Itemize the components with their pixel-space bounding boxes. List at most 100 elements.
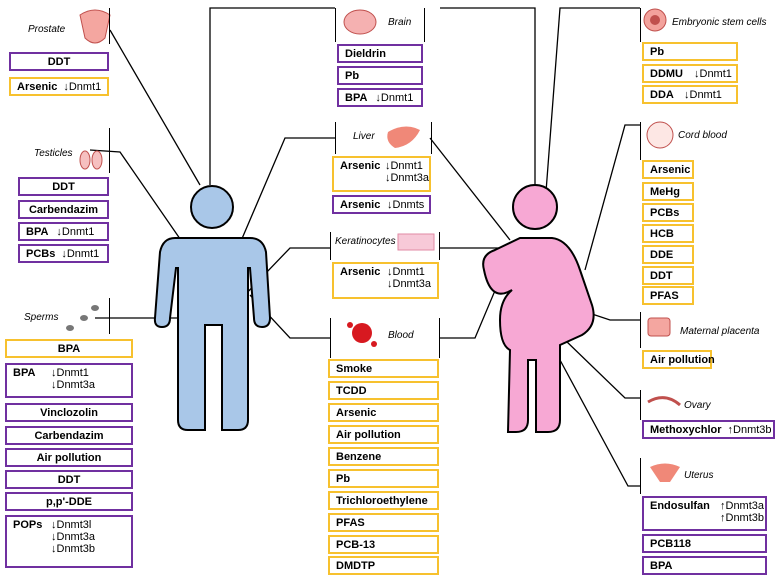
gene-change: ↓Dnmt1 <box>51 367 89 379</box>
gene-change: ↓Dnmt1 <box>387 266 425 278</box>
chem-name: POPs <box>13 519 43 531</box>
embryonic-label: Embryonic stem cells <box>672 17 767 28</box>
prostate-bracket <box>108 8 110 44</box>
gene-change: ↓Dnmt3a <box>387 278 432 290</box>
blood-bracket <box>330 318 332 358</box>
testicles-item-1: Carbendazim <box>18 200 109 219</box>
gene-change: ↓Dnmt1 <box>56 225 95 238</box>
blood-item-8: PCB-13 <box>328 535 439 554</box>
uterus-connector <box>559 359 640 487</box>
gene-change: ↓Dnmts <box>387 198 425 211</box>
gene-list: ↓Dnmt1↓Dnmt3a <box>385 160 429 184</box>
sperms-item-7: POPs ↓Dnmt3l↓Dnmt3a↓Dnmt3b <box>5 515 133 568</box>
gene-change: ↑Dnmt3b <box>727 423 772 436</box>
gene-change: ↑Dnmt3a <box>720 500 765 512</box>
blood-item-1: TCDD <box>328 381 439 400</box>
uterus-item-2: BPA <box>642 556 767 575</box>
ovary-connector <box>564 339 640 399</box>
chem-name: Vinclozolin <box>40 406 98 419</box>
chem-name: TCDD <box>336 384 367 397</box>
sperms-item-1: BPA↓Dnmt1↓Dnmt3a <box>5 363 133 398</box>
chem-name: p,p'-DDE <box>46 495 92 508</box>
blood-item-2: Arsenic <box>328 403 439 422</box>
liver-bracket-right <box>430 122 432 154</box>
liver-icon <box>387 126 420 148</box>
brain-connector <box>209 7 335 185</box>
blood-splat-icon <box>347 322 377 347</box>
embryonic-connector <box>544 7 640 206</box>
prostate-item-0: DDT <box>9 52 109 71</box>
prostate-item-1: Arsenic↓Dnmt1 <box>9 77 109 96</box>
cord-item-6: PFAS <box>642 286 694 305</box>
chem-name: Pb <box>345 69 360 82</box>
chem-name: Air pollution <box>650 353 715 366</box>
gene-change: ↓Dnmt3a <box>384 172 429 184</box>
cord-item-3: HCB <box>642 224 694 243</box>
ovary-icon <box>647 396 681 407</box>
chem-name: Benzene <box>336 450 382 463</box>
chem-name: PFAS <box>336 516 365 529</box>
cord-bracket <box>640 122 642 160</box>
gene-change: ↓Dnmt1 <box>384 160 423 172</box>
chem-name: DDMU <box>650 67 683 80</box>
placenta-bracket <box>640 312 642 348</box>
chem-name: BPA <box>13 367 36 379</box>
brain-label: Brain <box>388 17 412 28</box>
liver-item-0: Arsenic↓Dnmt1↓Dnmt3a <box>332 156 431 192</box>
sperms-item-3: Carbendazim <box>5 426 133 445</box>
liver-label: Liver <box>353 131 375 142</box>
liver-item-1: Arsenic↓Dnmts <box>332 195 431 214</box>
chem-name: Air pollution <box>336 428 401 441</box>
brain-item-1: Pb <box>337 66 423 85</box>
placenta-label: Maternal placenta <box>680 326 760 337</box>
gene-list: ↓Dnmt3l↓Dnmt3a↓Dnmt3b <box>51 519 95 555</box>
chem-name: HCB <box>650 227 674 240</box>
ovary-item-0: Methoxychlor↑Dnmt3b <box>642 420 775 439</box>
uterus-bracket <box>640 458 642 494</box>
cord-connector <box>584 124 640 271</box>
chem-name: Trichloroethylene <box>336 494 428 507</box>
cord-item-4: DDE <box>642 245 694 264</box>
chem-name: DDA <box>650 88 674 101</box>
blood-item-6: Trichloroethylene <box>328 491 439 510</box>
chem-name: Arsenic <box>17 80 58 93</box>
chem-name: PCBs <box>26 247 56 260</box>
male-figure <box>153 185 272 431</box>
testicles-icon <box>79 150 103 170</box>
testicles-item-3: PCBs↓Dnmt1 <box>18 244 109 263</box>
embryonic-bracket <box>640 8 642 42</box>
embryonic-item-1: DDMU↓Dnmt1 <box>642 64 738 83</box>
keratinocytes-bracket-right <box>438 232 440 260</box>
chem-name: PCB-13 <box>336 538 376 551</box>
chem-name: PCBs <box>650 206 680 219</box>
sperms-item-6: p,p'-DDE <box>5 492 133 511</box>
blood-item-0: Smoke <box>328 359 439 378</box>
uterus-item-0: Endosulfan↑Dnmt3a↑Dnmt3b <box>642 496 767 531</box>
chem-name: Arsenic <box>340 160 381 172</box>
chem-name: Smoke <box>336 362 373 375</box>
brain-bracket <box>335 8 337 42</box>
cord-label: Cord blood <box>678 130 727 141</box>
gene-change: ↓Dnmt3l <box>51 519 92 531</box>
uterus-item-1: PCB118 <box>642 534 767 553</box>
sperms-item-4: Air pollution <box>5 448 133 467</box>
ovary-label: Ovary <box>684 400 711 411</box>
chem-name: Arsenic <box>336 406 377 419</box>
chem-name: BPA <box>57 342 81 355</box>
cord-blood-icon <box>646 121 674 149</box>
gene-list: ↓Dnmt1↓Dnmt3a <box>387 266 431 290</box>
chem-name: DDT <box>650 269 673 282</box>
cord-item-1: MeHg <box>642 182 694 201</box>
chem-name: BPA <box>345 91 368 104</box>
cord-item-0: Arsenic <box>642 160 694 179</box>
gene-change: ↓Dnmt3b <box>51 543 96 555</box>
keratinocytes-bracket <box>330 232 332 260</box>
brain-connector-female <box>440 7 536 185</box>
placenta-icon <box>647 317 671 337</box>
cord-item-2: PCBs <box>642 203 694 222</box>
prostate-connector <box>109 29 201 186</box>
cord-item-5: DDT <box>642 266 694 285</box>
embryonic-item-0: Pb <box>642 42 738 61</box>
chem-name: Air pollution <box>36 451 102 464</box>
